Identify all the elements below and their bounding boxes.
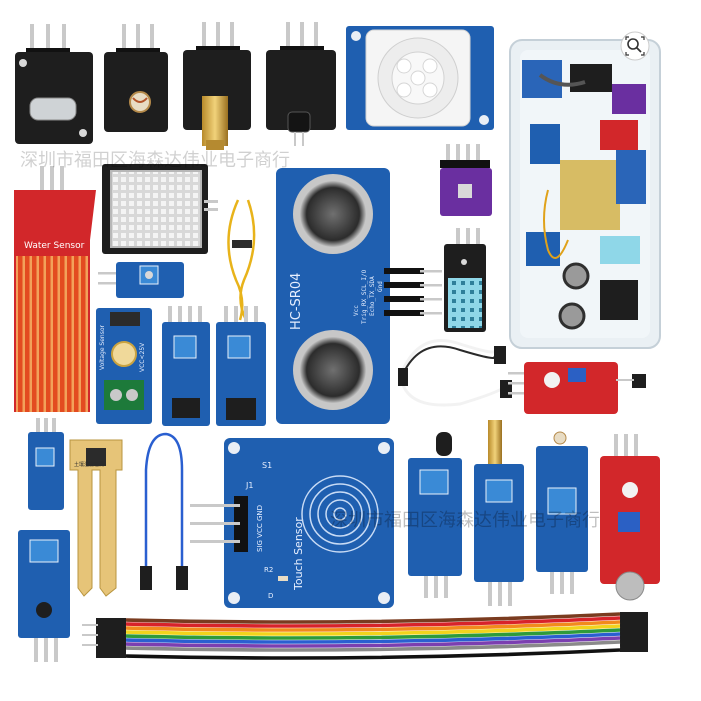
pin-gnd-label: Gnd (377, 281, 384, 292)
touch-sensor-module: J1 S1 SIG VCC GND Touch Sensor R2 D (190, 438, 394, 608)
touch-r2-label: R2 (264, 566, 273, 574)
photoresistor-module (104, 24, 168, 132)
vibration-sensor-module (18, 530, 70, 662)
ribbon-wire (125, 624, 621, 636)
zoom-button[interactable] (620, 31, 650, 61)
rain-sensor-plate (102, 164, 218, 254)
laser-module (183, 22, 251, 150)
touch-s1-label: S1 (262, 461, 272, 470)
touch-sensor-label: Touch Sensor (292, 517, 305, 591)
tilt-sensor-module (474, 420, 524, 606)
watermark-bottom: 深圳市福田区海森达伟业电子商行 (330, 510, 600, 531)
potentiometer-module (98, 262, 184, 298)
ribbon-wire (125, 648, 621, 660)
blue-sensor-module-b (216, 306, 266, 426)
pin-echo-label: Echo_TX_SDA (369, 276, 376, 316)
ribbon-wire (125, 620, 621, 632)
light-sensor-module (536, 431, 588, 594)
water-sensor-module: Water Sensor (14, 166, 96, 412)
voltage-sensor-label: Voltage Sensor (99, 324, 106, 370)
ribbon-wire (125, 636, 621, 648)
temperature-module (266, 22, 336, 146)
watermark-top: 深圳市福田区海森达伟业电子商行 (20, 150, 290, 171)
vcc-25v-label: VCC<25V (139, 342, 146, 372)
flame-sensor-module (408, 432, 462, 598)
touch-j1-label: J1 (245, 481, 253, 490)
blue-jumper-wires (140, 432, 188, 590)
ribbon-wire (125, 616, 621, 628)
hc-sr04-label: HC-SR04 (289, 273, 304, 330)
red-hall-sensor-module (508, 362, 646, 414)
yellow-jumper-wires (227, 199, 256, 321)
soil-sensor-label: 土壤湿度检测 (74, 461, 104, 468)
black-white-jumper-wires (398, 339, 512, 407)
ultrasonic-sensor-hc-sr04: HC-SR04 Vcc Trig_RX_SCL_I/O Echo_TX_SDA … (276, 168, 442, 424)
ribbon-wire (125, 628, 621, 640)
dupont-ribbon-cable (82, 612, 648, 660)
zoom-search-icon (625, 36, 645, 56)
pin-trig-label: Trig_RX_SCL_I/O (361, 269, 368, 324)
blue-sensor-module-a (162, 306, 210, 426)
small-blue-module (28, 418, 64, 510)
ribbon-wire (125, 612, 621, 624)
ribbon-wire (125, 632, 621, 644)
purple-sensor-module (440, 144, 492, 216)
sound-sensor-module (600, 434, 660, 601)
touch-d-label: D (268, 592, 273, 600)
pin-vcc-label: Vcc (353, 305, 360, 316)
dht11-temperature-humidity-module (444, 228, 486, 332)
ribbon-wire (125, 644, 621, 656)
storage-box (509, 39, 661, 349)
voltage-sensor-module: Voltage Sensor VCC<25V (96, 308, 152, 424)
ribbon-wire (125, 640, 621, 652)
soil-moisture-probe: 土壤湿度检测 (69, 439, 123, 597)
water-sensor-label: Water Sensor (24, 241, 85, 251)
tilt-switch-module (15, 24, 93, 144)
touch-pins-label: SIG VCC GND (256, 505, 264, 552)
pir-motion-sensor (346, 26, 494, 130)
